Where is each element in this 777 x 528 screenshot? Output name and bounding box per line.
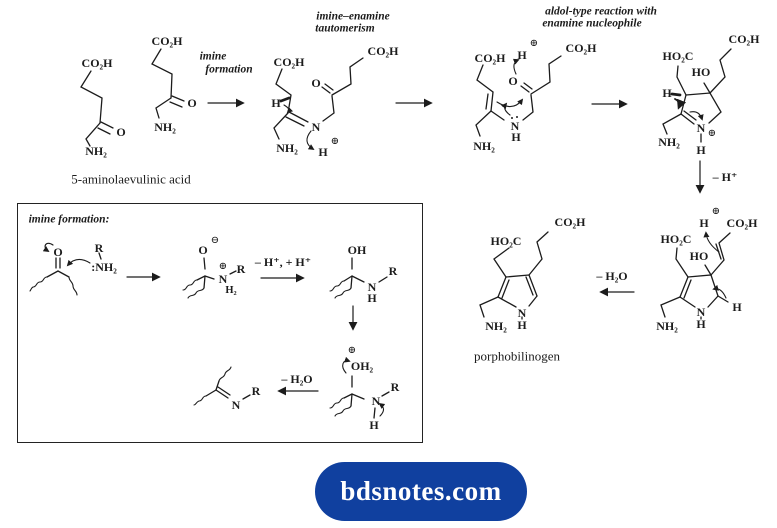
s6-nh: H <box>696 317 706 331</box>
s3-n: N <box>311 120 321 134</box>
s6-proton-plus: ⊕ <box>711 206 721 217</box>
b4-plus: ⊕ <box>347 345 357 356</box>
s4-proton-h: H <box>517 48 527 62</box>
annot-inset-title: imine formation: <box>28 213 110 226</box>
b2-h2: H₂ <box>225 284 237 296</box>
structure-enamine-aldol <box>475 55 562 137</box>
imine-formation-inset-box <box>17 203 423 443</box>
annot-aldol-2: enamine nucleophile <box>542 17 642 30</box>
b3-h: H <box>367 291 377 305</box>
s3-nh2: NH₂ <box>276 141 298 155</box>
s6-ho: HO <box>689 249 709 263</box>
b4-r: R <box>390 380 400 394</box>
b4-n: N <box>371 394 381 408</box>
annot-minus-hplus: – H⁺ <box>712 170 738 184</box>
s5-nh: H <box>696 143 706 157</box>
b3-oh: OH <box>347 243 367 257</box>
structure-porphobilinogen <box>479 231 549 320</box>
pbg-co2h: CO₂H <box>554 215 586 229</box>
inset-step-imine-product <box>193 366 251 406</box>
s1-ketone-o: O <box>116 125 126 139</box>
pbg-ho2c: HO₂C <box>490 234 522 248</box>
annot-aldol-1: aldol-type reaction with <box>545 5 657 18</box>
s3-proton-h: H <box>318 145 328 159</box>
s4-nh2: NH₂ <box>473 139 495 153</box>
annot-imine-2: formation <box>205 63 253 76</box>
annot-proton-shuffle: – H⁺, + H⁺ <box>254 255 312 269</box>
b3-n: N <box>367 280 377 294</box>
pbg-n: N <box>517 306 527 320</box>
b4-h: H <box>369 418 379 432</box>
s4-proton-plus: ⊕ <box>529 38 539 49</box>
s4-co2h-left: CO₂H <box>474 51 506 65</box>
caption-pbg: porphobilinogen <box>474 348 560 364</box>
s6-proton-h: H <box>699 216 709 230</box>
b1-o: O <box>53 245 63 259</box>
s5-ho2c: HO₂C <box>662 49 694 63</box>
s4-co2h-right: CO₂H <box>565 41 597 55</box>
s3-co2h-right: CO₂H <box>367 44 399 58</box>
s4-nh: H <box>511 130 521 144</box>
inset-step-ketone-amine <box>29 242 102 296</box>
s4-n: N <box>510 119 520 133</box>
annot-imine-1: imine <box>199 50 227 63</box>
s2-ketone-o: O <box>187 96 197 110</box>
s5-nh2: NH₂ <box>658 135 680 149</box>
s3-h: H <box>271 96 281 110</box>
s5-h: H <box>662 86 672 100</box>
s3-co2h-left: CO₂H <box>273 55 305 69</box>
s2-nh2: NH₂ <box>154 120 176 134</box>
s6-n: N <box>696 305 706 319</box>
inset-step-carbinolamine <box>329 257 388 299</box>
b2-plus: ⊕ <box>218 261 228 272</box>
b2-n: N <box>218 272 228 286</box>
b5-n: N <box>231 398 241 412</box>
b4-oh2: OH₂ <box>350 359 374 373</box>
b2-r: R <box>236 262 246 276</box>
structure-ala-pair <box>80 48 185 147</box>
brand-label: bdsnotes.com <box>340 476 502 506</box>
caption-ala: 5-aminolaevulinic acid <box>71 171 191 187</box>
annot-taut-1: imine–enamine <box>316 10 390 23</box>
inset-step-zwitterion <box>182 257 237 299</box>
s6-ho2c: HO₂C <box>660 232 692 246</box>
pbg-nh2: NH₂ <box>485 319 507 333</box>
b3-r: R <box>388 264 398 278</box>
s5-plus: ⊕ <box>707 128 717 139</box>
annot-minus-h2o-main: – H₂O <box>596 269 628 283</box>
b2-minus: ⊖ <box>210 235 220 246</box>
brand-pill[interactable]: bdsnotes.com <box>315 462 527 521</box>
inset-step-protonated <box>329 356 390 419</box>
b1-nh2: :NH₂ <box>91 260 117 274</box>
structure-carbinolamine-ring <box>660 231 731 320</box>
s5-ho: HO <box>691 65 711 79</box>
s6-co2h: CO₂H <box>726 216 758 230</box>
s6-nh2: NH₂ <box>656 319 678 333</box>
structure-imine <box>273 57 364 150</box>
b2-o: O <box>198 243 208 257</box>
b1-r: R <box>94 241 104 255</box>
s6-c5-h: H <box>732 300 742 314</box>
b5-r: R <box>251 384 261 398</box>
s5-n: N <box>696 121 706 135</box>
pbg-nh: H <box>517 318 527 332</box>
s3-ketone-o: O <box>311 76 321 90</box>
s2-co2h: CO₂H <box>151 34 183 48</box>
structure-iminium-ring <box>662 48 732 143</box>
s4-ketone-o: O <box>508 74 518 88</box>
annot-taut-2: tautomerism <box>315 22 375 35</box>
annot-minus-h2o-inset: – H₂O <box>281 372 313 386</box>
s3-proton-plus: ⊕ <box>330 136 340 147</box>
s5-co2h: CO₂H <box>728 32 760 46</box>
s1-nh2: NH₂ <box>85 144 107 158</box>
s1-co2h: CO₂H <box>81 56 113 70</box>
